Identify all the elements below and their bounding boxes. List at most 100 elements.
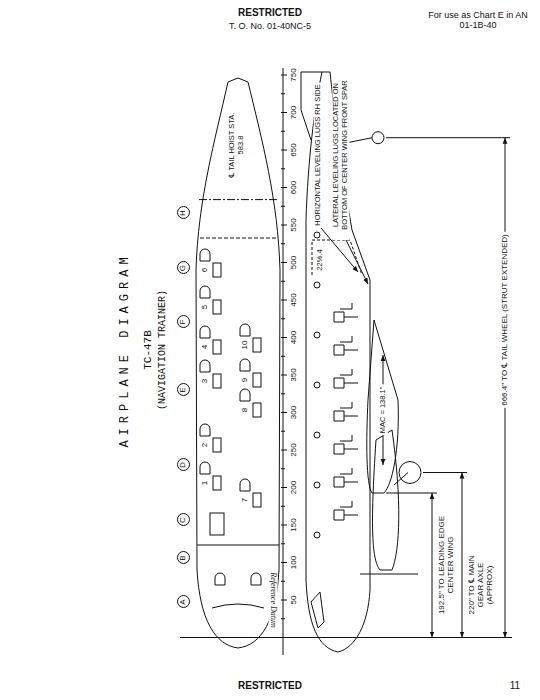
station-number: 550 — [289, 218, 298, 231]
drawing-label: ℄ TAIL HOIST STA. 583.8 — [228, 109, 245, 181]
station-letter-circle: E — [177, 384, 190, 397]
ruler-tick — [281, 93, 285, 94]
navigator-table — [213, 374, 221, 388]
ruler-tick — [281, 412, 287, 413]
center-wing — [367, 320, 399, 493]
station-letter: G — [179, 265, 187, 271]
drawing-label: 22%.4 — [316, 247, 325, 272]
ruler-tick — [281, 618, 285, 619]
ruler-tick — [281, 75, 287, 76]
side-window — [314, 232, 320, 238]
nav-table — [210, 513, 224, 535]
side-window — [314, 382, 320, 388]
station-number: 200 — [289, 481, 298, 494]
navigator-seat — [240, 389, 250, 401]
cockpit-window — [311, 592, 324, 628]
seat-number: 3 — [200, 379, 209, 383]
extension-line — [423, 472, 467, 473]
drawing-label: (NAVIGATION TRAINER) — [157, 290, 169, 410]
ruler-tick — [281, 300, 287, 301]
station-letter: F — [179, 320, 187, 325]
plan-bulkhead — [200, 238, 276, 239]
drawing-label: LATERAL LEVELING LUGS LOCATED ON BOTTOM … — [332, 70, 349, 240]
drawing-label: RESTRICTED — [238, 7, 302, 19]
ruler-tick — [281, 468, 285, 469]
navigator-seat — [240, 359, 250, 371]
navigator-table — [213, 340, 221, 354]
navigator-table — [213, 476, 221, 490]
ruler-tick — [281, 637, 287, 638]
navigator-seat — [200, 360, 210, 372]
ruler-tick — [281, 600, 287, 601]
seat-number: 1 — [200, 481, 209, 485]
station-number: 300 — [289, 406, 298, 419]
side-window — [314, 432, 320, 438]
plan-fuselage — [196, 78, 280, 648]
ruler-tick — [281, 206, 285, 207]
station-number: 650 — [289, 143, 298, 156]
seat-number: 7 — [240, 498, 249, 502]
ruler-tick — [281, 581, 285, 582]
station-letter: H — [179, 210, 187, 216]
drawing-label: T. O. No. 01-40NC-5 — [229, 21, 311, 31]
station-number: 450 — [289, 293, 298, 306]
station-letter: A — [179, 599, 187, 604]
station-letter-circle: C — [177, 514, 190, 527]
seat-number: 4 — [200, 345, 209, 349]
navigator-seat — [200, 424, 210, 436]
main-wheel — [399, 462, 421, 484]
station-number: 400 — [289, 331, 298, 344]
propeller — [360, 574, 418, 575]
plan-windshield — [212, 604, 264, 608]
drawing-label: RESTRICTED — [238, 680, 302, 692]
station-number: 250 — [289, 443, 298, 456]
tail-hoist-line — [199, 199, 277, 200]
drawing-label: 666.4" TO ℄ TAIL WHEEL (STRUT EXTENDED) — [500, 232, 509, 408]
drawing-label: MAC = 138.1" — [379, 385, 388, 436]
side-window — [314, 332, 320, 338]
ruler-tick — [281, 243, 285, 244]
navigator-seat — [200, 249, 210, 261]
side-window — [314, 282, 320, 288]
station-letter: E — [179, 387, 187, 392]
navigator-seat — [240, 479, 250, 491]
station-number: 600 — [289, 181, 298, 194]
station-letter: D — [179, 462, 187, 468]
navigator-table — [213, 300, 221, 314]
seat-number: 5 — [200, 305, 209, 309]
extension-line — [386, 493, 437, 494]
side-window — [314, 482, 320, 488]
ruler-tick — [281, 525, 287, 526]
side-desk — [334, 435, 358, 454]
ruler-tick — [281, 375, 287, 376]
drawing-label: TC-47B — [142, 330, 155, 370]
ruler-tick — [281, 337, 287, 338]
station-number: 750 — [289, 68, 298, 81]
navigator-seat — [200, 462, 210, 474]
station-letter-circle: A — [177, 596, 190, 609]
ruler-tick — [281, 112, 287, 113]
engine-nacelle — [373, 430, 399, 570]
navigator-table — [213, 438, 221, 452]
ruler-tick — [281, 506, 285, 507]
ruler-tick — [281, 168, 285, 169]
side-desk — [334, 336, 358, 355]
ruler-tick — [281, 562, 287, 563]
dimension-line — [462, 473, 463, 638]
cockpit-seat — [251, 573, 261, 585]
navigator-seat — [200, 326, 210, 338]
seat-number: 8 — [240, 408, 249, 412]
navigator-table — [253, 373, 261, 387]
side-desk — [334, 303, 358, 322]
seat-number: 2 — [200, 443, 209, 447]
drawing-label: HORIZONTAL LEVELING LUGS RH SIDE — [314, 82, 323, 227]
station-number: 500 — [289, 256, 298, 269]
ruler-tick — [281, 393, 285, 394]
ruler-tick — [281, 187, 287, 188]
station-letter-circle: G — [177, 262, 190, 275]
navigator-seat — [240, 324, 250, 336]
side-desk — [334, 501, 358, 520]
ruler-tick — [281, 487, 287, 488]
seat-number: 9 — [240, 378, 249, 382]
